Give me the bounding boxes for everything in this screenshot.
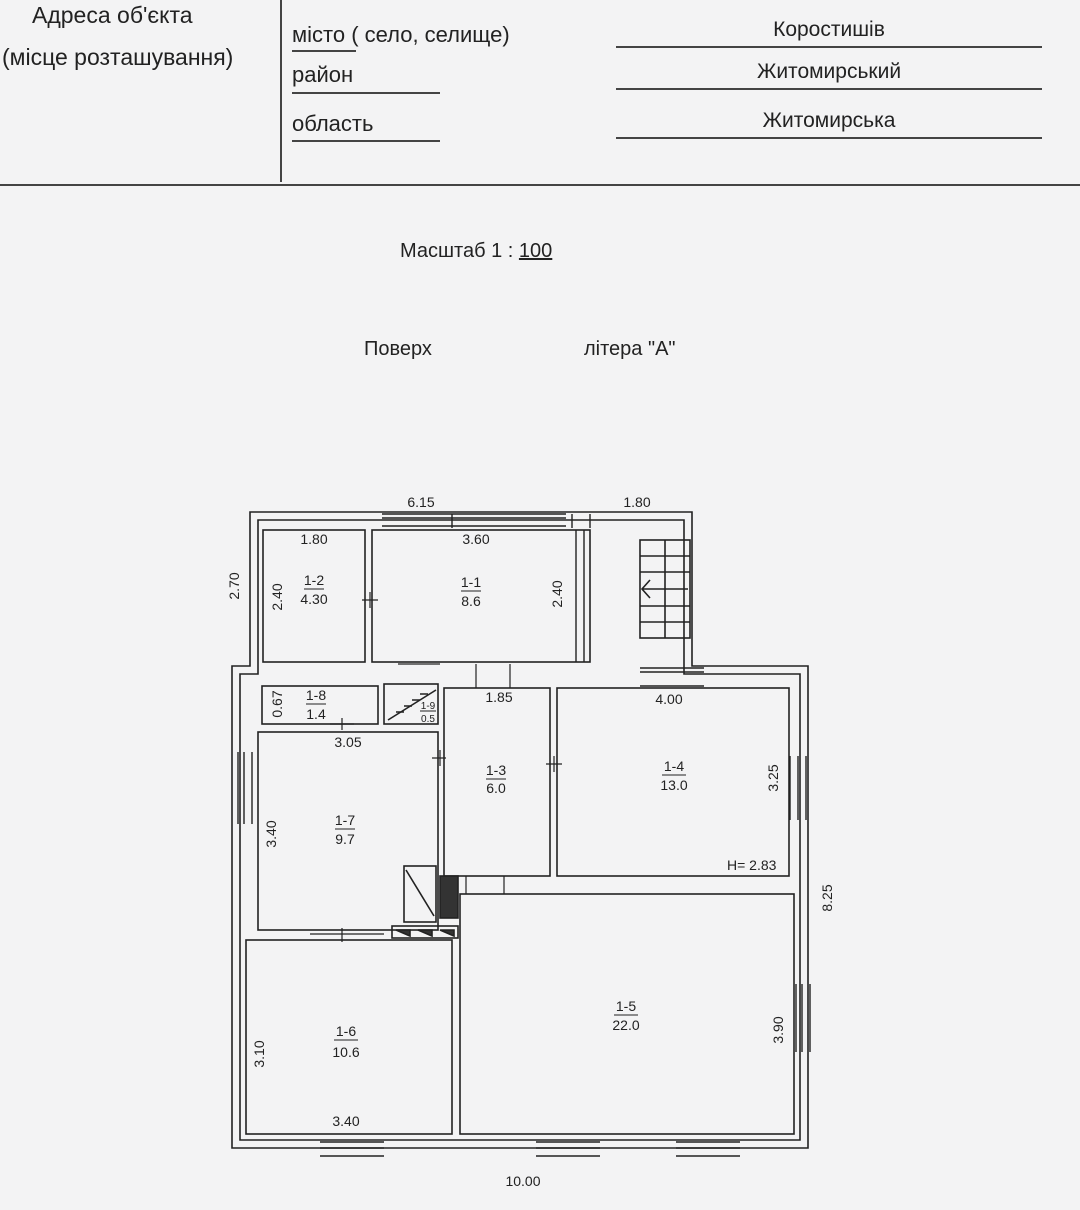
room-outline-1-1 xyxy=(371,529,591,663)
dim-1-7-height: 3.40 xyxy=(263,820,279,847)
room-outline-1-5 xyxy=(459,893,795,1135)
dim-1-4-height: 3.25 xyxy=(765,764,781,791)
svg-text:1.4: 1.4 xyxy=(306,706,326,722)
room-outline-1-4 xyxy=(556,687,790,877)
region-label-underline xyxy=(292,140,440,142)
room-outline-1-9 xyxy=(383,683,439,725)
dim-1-5-height: 3.90 xyxy=(770,1016,786,1043)
height-note: H= 2.83 xyxy=(727,857,777,873)
district-value: Житомирський xyxy=(756,60,902,83)
room-outline-1-7 xyxy=(257,731,439,931)
scale-prefix: Масштаб 1 : xyxy=(400,240,514,262)
region-label: область xyxy=(292,111,374,136)
room-label-1-9: 1-9 0.5 xyxy=(421,701,436,725)
dim-top-right: 1.80 xyxy=(623,494,650,510)
svg-text:1-6: 1-6 xyxy=(336,1023,356,1039)
room-label-1-1: 1-1 8.6 xyxy=(461,574,481,609)
dim-1-1-width: 3.60 xyxy=(462,531,489,547)
svg-text:10.6: 10.6 xyxy=(332,1044,359,1060)
svg-text:1-1: 1-1 xyxy=(461,574,481,590)
svg-text:1-7: 1-7 xyxy=(335,812,355,828)
address-label-line1: Адреса об'єкта xyxy=(32,2,193,28)
dim-1-6-height: 3.10 xyxy=(251,1040,267,1067)
svg-text:8.6: 8.6 xyxy=(461,593,481,609)
scale-value: 100 xyxy=(518,240,553,262)
svg-text:22.0: 22.0 xyxy=(612,1017,639,1033)
dim-right-overall: 8.25 xyxy=(819,884,835,911)
district-value-underline xyxy=(616,88,1042,90)
room-outline-1-2 xyxy=(262,529,366,663)
room-outline-1-8 xyxy=(261,685,379,725)
outer-wall-outer xyxy=(231,511,809,1149)
room-label-1-5: 1-5 22.0 xyxy=(612,998,639,1033)
dim-1-8-height: 0.67 xyxy=(269,690,285,717)
floor-caption: Поверх xyxy=(364,338,432,360)
svg-text:13.0: 13.0 xyxy=(660,777,687,793)
dim-1-6-width: 3.40 xyxy=(332,1113,359,1129)
room-label-1-8: 1-8 1.4 xyxy=(306,687,326,722)
svg-text:1-2: 1-2 xyxy=(304,572,324,588)
address-block xyxy=(0,0,1080,186)
room-label-1-7: 1-7 9.7 xyxy=(335,812,355,847)
svg-text:1-8: 1-8 xyxy=(306,687,326,703)
room-label-1-3: 1-3 6.0 xyxy=(486,762,506,796)
city-label: місто ( село, селище) xyxy=(292,22,510,47)
svg-text:4.30: 4.30 xyxy=(300,591,327,607)
svg-text:1-9: 1-9 xyxy=(421,701,436,712)
dim-top-main: 6.15 xyxy=(407,494,434,510)
city-label-underline xyxy=(292,50,356,52)
region-value-underline xyxy=(616,137,1042,139)
dim-1-2-height: 2.40 xyxy=(269,583,285,610)
room-outline-1-3 xyxy=(443,687,551,877)
outer-wall-inner xyxy=(239,519,801,1141)
floor-plan: 6.15 1.80 1.80 3.60 1.85 4.00 3.05 3.40 … xyxy=(226,494,835,1189)
svg-text:0.5: 0.5 xyxy=(421,714,435,725)
stove-outline xyxy=(403,865,437,923)
svg-text:1-5: 1-5 xyxy=(616,998,636,1014)
room-label-1-2: 1-2 4.30 xyxy=(300,572,327,607)
svg-text:1-4: 1-4 xyxy=(664,758,684,774)
svg-text:9.7: 9.7 xyxy=(335,831,355,847)
district-label: район xyxy=(292,62,354,87)
header-divider xyxy=(280,0,282,182)
scale-caption: Масштаб 1 : 100 xyxy=(400,240,552,263)
city-value-underline xyxy=(616,46,1042,48)
svg-text:6.0: 6.0 xyxy=(486,780,506,796)
room-outline-1-6 xyxy=(245,939,453,1135)
dim-1-3-width: 1.85 xyxy=(485,689,512,705)
region-value: Житомирська xyxy=(762,109,896,132)
room-label-1-6: 1-6 10.6 xyxy=(332,1023,359,1060)
city-value: Коростишів xyxy=(773,18,885,41)
dim-1-2-width: 1.80 xyxy=(300,531,327,547)
dim-1-7-width: 3.05 xyxy=(334,734,361,750)
letter-caption: літера "А" xyxy=(584,338,676,360)
dim-1-4-width: 4.00 xyxy=(655,691,682,707)
dim-left-top: 2.70 xyxy=(226,572,242,599)
address-label-line2: (місце розташування) xyxy=(2,44,234,70)
dim-bottom-overall: 10.00 xyxy=(505,1173,540,1189)
dim-1-1-height: 2.40 xyxy=(549,580,565,607)
district-label-underline xyxy=(292,92,440,94)
svg-text:1-3: 1-3 xyxy=(486,762,506,778)
room-label-1-4: 1-4 13.0 xyxy=(660,758,687,793)
